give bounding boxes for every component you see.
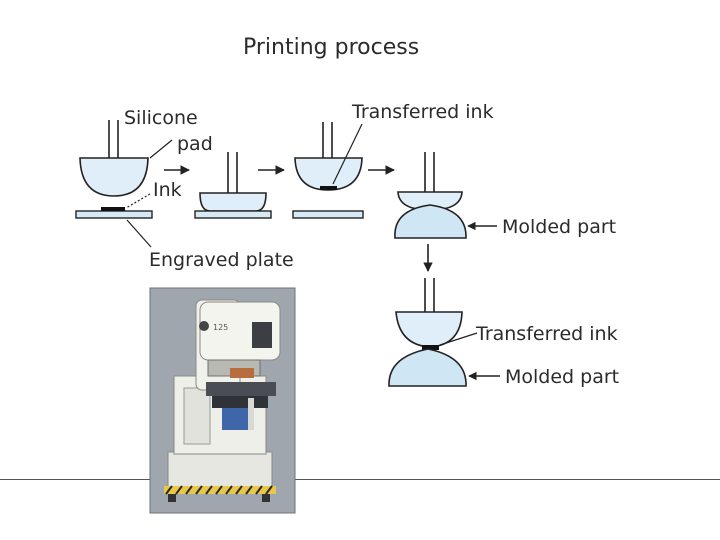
silicone-pad-3	[294, 157, 363, 191]
label-ink: Ink	[153, 179, 182, 201]
hazard-stripe-base	[164, 485, 276, 495]
stage-5-pad-printing-part	[388, 278, 467, 387]
stage-1-pad-over-plate	[75, 120, 153, 219]
engraved-plate-3	[292, 210, 364, 219]
pointer-transferred-ink-top	[332, 123, 363, 185]
silicone-pad-2	[199, 192, 267, 212]
stage-2-pad-pressed	[194, 152, 272, 219]
label-engraved-plate: Engraved plate	[149, 249, 294, 271]
slide-divider-line	[0, 479, 720, 480]
pointer-transferred-ink-bottom	[439, 332, 478, 346]
molded-part-bottom	[388, 348, 467, 387]
label-molded-part-bottom: Molded part	[505, 366, 619, 388]
ink-on-plate	[101, 207, 125, 211]
label-silicone: Silicone	[124, 107, 198, 129]
label-transferred-ink-top: Transferred ink	[351, 101, 494, 123]
label-pad: pad	[177, 133, 213, 155]
stage-4-pad-over-part	[394, 152, 467, 239]
silicone-pad-1	[79, 157, 149, 197]
stage-3-pad-with-ink	[292, 122, 364, 219]
silicone-pad-5	[395, 311, 463, 348]
engraved-plate-2	[194, 210, 272, 219]
transferred-ink-on-pad	[320, 186, 337, 190]
label-molded-part-top: Molded part	[502, 216, 616, 238]
machine-badge: 125	[213, 323, 228, 332]
label-transferred-ink-bottom: Transferred ink	[475, 323, 618, 345]
transferred-ink-contact	[422, 345, 439, 350]
pointer-ink	[125, 193, 151, 209]
engraved-plate	[75, 210, 153, 219]
diagram-title: Printing process	[243, 35, 419, 60]
molded-part-top	[394, 204, 467, 239]
pad-printing-machine-photo: 125	[149, 287, 296, 514]
pointer-engraved-plate	[126, 219, 152, 248]
pointer-silicone-pad	[149, 139, 173, 159]
